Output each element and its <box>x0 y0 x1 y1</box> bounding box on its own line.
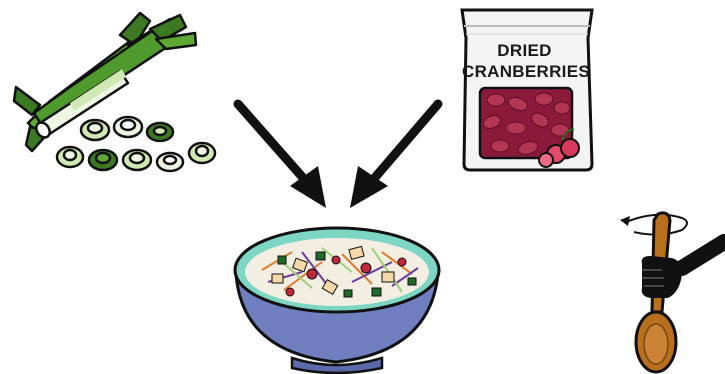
bag-label: DRIED CRANBERRIES <box>462 40 590 82</box>
leek-icon <box>12 11 217 173</box>
arrow-right <box>350 99 443 208</box>
arrow-left <box>233 99 326 208</box>
salad-bowl-icon <box>233 226 441 374</box>
bag-label-line-1: DRIED <box>497 41 552 60</box>
cranberry-bag-icon <box>460 8 594 172</box>
stirring-spoon-icon <box>620 211 725 374</box>
bag-label-line-2: CRANBERRIES <box>462 62 590 81</box>
